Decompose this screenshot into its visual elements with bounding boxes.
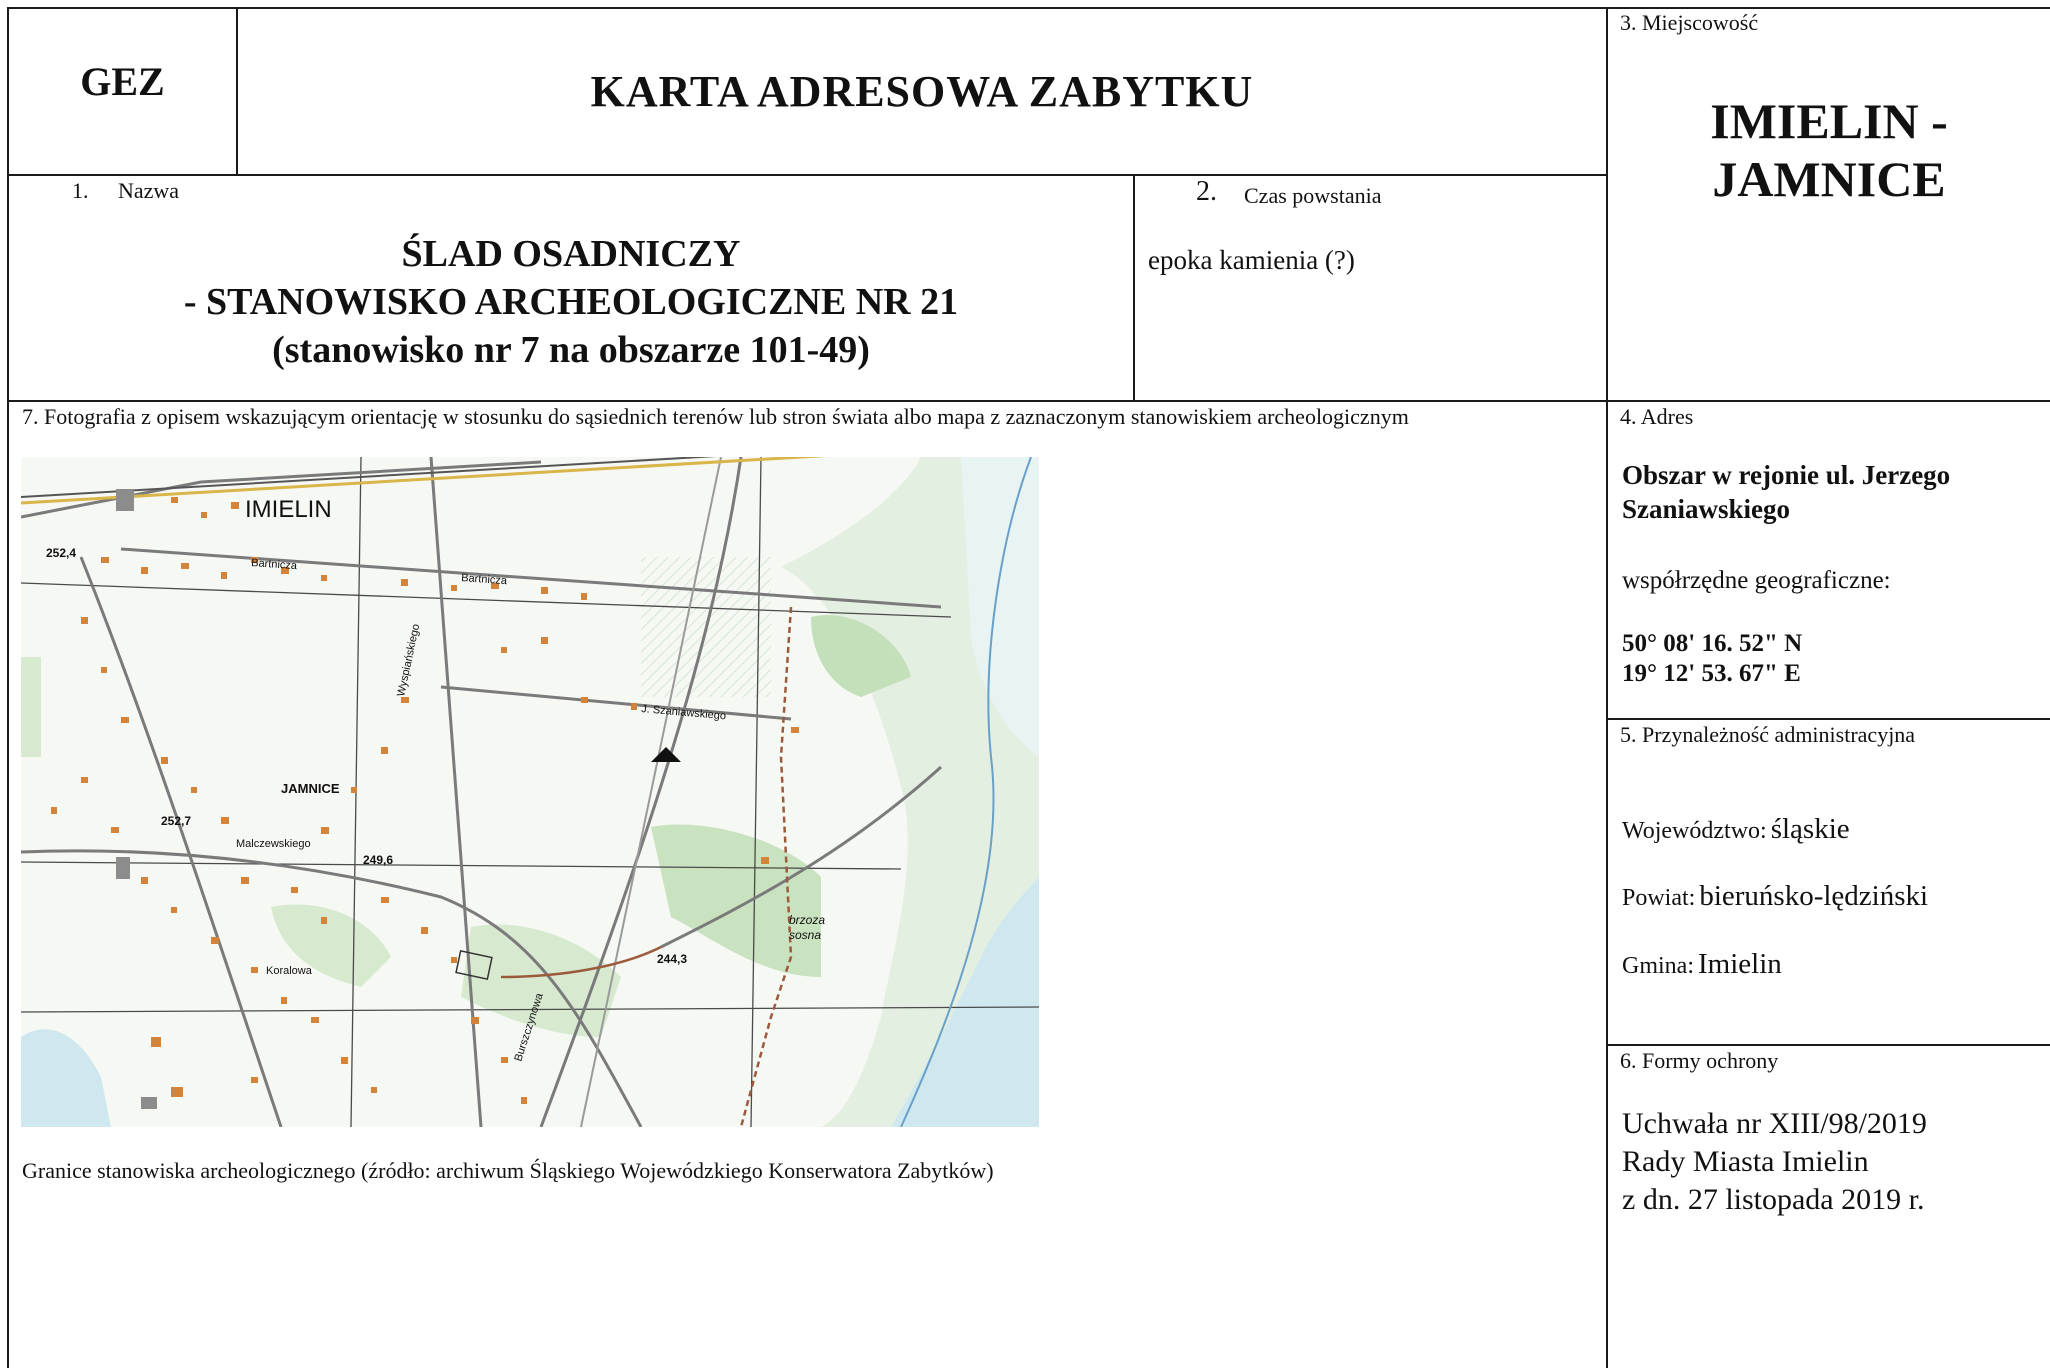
map-buildings [51,497,799,1104]
map-forest-areas [21,457,1039,1127]
map-river [900,457,1032,1127]
map-label-imielin: IMIELIN [245,496,332,523]
map-elevation-3: 249,6 [363,853,393,867]
protection-label: 6. Formy ochrony [1620,1048,1779,1073]
protection-line3: z dn. 27 listopada 2019 r. [1622,1183,1925,1216]
address-line2: Szaniawskiego [1622,494,1791,524]
divider-admin-bottom [1606,1044,2050,1046]
map-elevation-4: 244,3 [657,952,687,966]
map-street-bartnicza: Bartnicza [251,557,298,572]
divider-name-bottom [7,400,1608,402]
site-triangle-marker [651,747,681,762]
site-boundary [739,606,793,1127]
map-roads [21,457,943,1127]
divider-header-code [236,7,238,175]
voivodeship-row: Województwo: śląskie [1622,813,1850,846]
name-line3: (stanowisko nr 7 na obszarze 101-49) [272,329,870,371]
map-railway [21,457,827,505]
coords-label: współrzędne geograficzne: [1622,567,1891,594]
name-label: Nazwa [118,178,180,203]
name-line1: ŚLAD OSADNICZY [401,233,741,275]
coords-longitude: 19° 12' 53. 67" E [1622,660,1801,687]
protection-line2: Rady Miasta Imielin [1622,1145,1869,1178]
border-top [7,7,2050,9]
name-line2: - STANOWISKO ARCHEOLOGICZNE NR 21 [183,281,959,323]
map-elevation-1: 252,4 [46,546,76,560]
divider-header-bottom [7,174,1608,176]
photo-caption: Granice stanowiska archeologicznego (źró… [22,1158,994,1183]
address-label: 4. Adres [1620,404,1694,429]
voivodeship-value: śląskie [1770,813,1850,845]
border-left [7,7,9,1368]
map-street-koralowa: Koralowa [266,965,313,977]
period-value: epoka kamienia (?) [1148,245,1355,275]
period-label: Czas powstania [1244,183,1382,208]
admin-label: 5. Przynależność administracyjna [1620,722,1916,747]
period-label-number: 2. [1196,176,1217,207]
map-forest-label-1: brzoza [789,913,825,927]
photo-label: 7. Fotografia z opisem wskazującym orien… [22,404,1409,429]
divider-right-column [1606,7,1608,1368]
protection-line1: Uchwała nr XIII/98/2019 [1622,1107,1927,1140]
divider-address-bottom [1606,718,2050,720]
divider-name-period [1133,174,1135,401]
commune-value: Imielin [1698,948,1782,980]
map-label-jamnice: JAMNICE [281,781,340,796]
locality-label: 3. Miejscowość [1620,10,1759,35]
site-map: IMIELIN JAMNICE Bartnicza Bartnicza J. S… [21,457,1039,1127]
document-title: KARTA ADRESOWA ZABYTKU [590,67,1254,116]
county-row: Powiat: bieruńsko-lędziński [1622,880,1928,913]
voivodeship-label: Województwo: [1622,818,1767,844]
map-street-malczewskiego: Malczewskiego [236,838,311,850]
map-forest-label-2: sosna [789,928,821,942]
locality-value-line1: IMIELIN - [1710,93,1948,149]
coords-latitude: 50° 08' 16. 52" N [1622,630,1803,657]
document-code: GEZ [80,59,165,104]
county-value: bieruńsko-lędziński [1699,880,1929,912]
commune-label: Gmina: [1622,953,1694,979]
divider-locality-bottom [1606,400,2050,402]
map-elevation-2: 252,7 [161,814,191,828]
address-line1: Obszar w rejonie ul. Jerzego [1622,460,1951,490]
name-label-number: 1. [72,178,89,203]
map-gray-buildings [116,489,157,1109]
commune-row: Gmina: Imielin [1622,948,1782,981]
county-label: Powiat: [1622,885,1696,911]
locality-value-line2: JAMNICE [1712,151,1946,207]
map-street-bartnicza-2: Bartnicza [461,572,508,587]
map-square-marker [455,950,493,980]
